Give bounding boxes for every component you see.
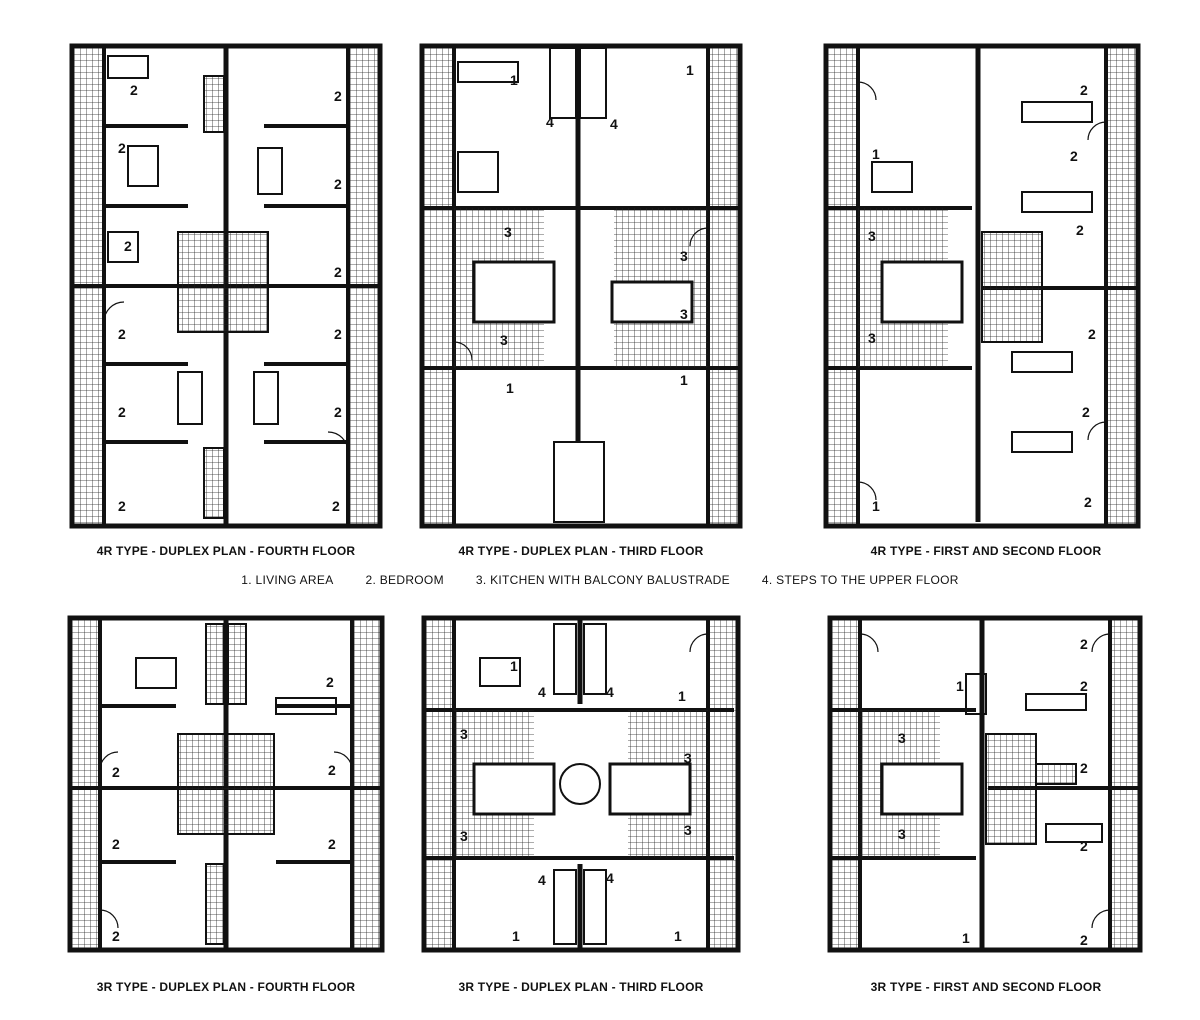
room-label: 2: [1088, 326, 1096, 342]
room-label: 3: [868, 330, 876, 346]
room-label: 2: [1080, 82, 1088, 98]
plan-3r-duplex-fourth-floor: 2 2 2 2 2 2: [66, 614, 386, 954]
floor-plan-drawing: [69, 43, 383, 529]
legend-item-kitchen: 3. KITCHEN WITH BALCONY BALUSTRADE: [475, 573, 730, 587]
room-label: 3: [684, 750, 692, 766]
room-label: 2: [1070, 148, 1078, 164]
room-label: 1: [686, 62, 694, 78]
room-label: 1: [510, 658, 518, 674]
plan-4r-duplex-third-floor: 1 4 4 1 3 3 3 3 1 1: [418, 42, 744, 530]
room-label: 2: [326, 674, 334, 690]
room-label: 4: [610, 116, 618, 132]
room-label: 4: [606, 870, 614, 886]
room-label: 2: [334, 326, 342, 342]
caption-3r-third-floor: 3R TYPE - DUPLEX PLAN - THIRD FLOOR: [458, 980, 704, 994]
room-label: 2: [1080, 636, 1088, 652]
room-label: 2: [334, 176, 342, 192]
caption-4r-fourth-floor: 4R TYPE - DUPLEX PLAN - FOURTH FLOOR: [96, 544, 356, 558]
caption-4r-first-second-floor: 4R TYPE - FIRST AND SECOND FLOOR: [870, 544, 1102, 558]
caption-3r-fourth-floor: 3R TYPE - DUPLEX PLAN - FOURTH FLOOR: [96, 980, 356, 994]
room-label: 2: [1082, 404, 1090, 420]
plan-4r-duplex-fourth-floor: 2 2 2 2 2 2 2 2 2 2 2 2: [68, 42, 384, 530]
room-label: 2: [328, 762, 336, 778]
legend-item-living-area: 1. LIVING AREA: [241, 573, 334, 587]
room-label: 2: [118, 140, 126, 156]
floor-plan-drawing: [421, 615, 741, 953]
floor-plan-drawing: [67, 615, 385, 953]
room-label: 2: [1080, 678, 1088, 694]
floor-plan-drawing: [419, 43, 743, 529]
room-label: 4: [546, 114, 554, 130]
room-label: 3: [680, 306, 688, 322]
room-label: 1: [962, 930, 970, 946]
room-label: 1: [512, 928, 520, 944]
room-label: 1: [674, 928, 682, 944]
room-label: 2: [1084, 494, 1092, 510]
room-label: 2: [334, 264, 342, 280]
room-label: 1: [680, 372, 688, 388]
room-label: 3: [460, 726, 468, 742]
room-label: 2: [124, 238, 132, 254]
legend-item-steps: 4. STEPS TO THE UPPER FLOOR: [761, 573, 959, 587]
room-label: 1: [678, 688, 686, 704]
room-label: 3: [898, 826, 906, 842]
room-label: 2: [112, 928, 120, 944]
room-label: 2: [112, 836, 120, 852]
plan-3r-first-second-floor: 1 2 2 3 3 2 2 1 2: [826, 614, 1144, 954]
room-label: 1: [872, 498, 880, 514]
legend-item-bedroom: 2. BEDROOM: [365, 573, 444, 587]
room-label: 2: [328, 836, 336, 852]
plan-3r-duplex-third-floor: 1 4 4 1 3 3 3 3 4 4 1 1: [420, 614, 742, 954]
caption-4r-third-floor: 4R TYPE - DUPLEX PLAN - THIRD FLOOR: [458, 544, 704, 558]
room-label: 2: [1080, 932, 1088, 948]
room-label: 2: [334, 88, 342, 104]
floor-plan-drawing: [827, 615, 1143, 953]
room-label: 3: [868, 228, 876, 244]
caption-3r-first-second-floor: 3R TYPE - FIRST AND SECOND FLOOR: [870, 980, 1102, 994]
room-label: 2: [1080, 760, 1088, 776]
room-label: 2: [118, 326, 126, 342]
floor-plan-drawing: [823, 43, 1141, 529]
room-label: 3: [500, 332, 508, 348]
room-label: 1: [506, 380, 514, 396]
plan-4r-first-second-floor: 1 2 2 2 3 3 2 2 1 2: [822, 42, 1142, 530]
room-label: 4: [538, 684, 546, 700]
room-label: 1: [872, 146, 880, 162]
room-label: 3: [898, 730, 906, 746]
room-label: 1: [510, 72, 518, 88]
room-label: 4: [538, 872, 546, 888]
room-label: 2: [1076, 222, 1084, 238]
room-label: 3: [504, 224, 512, 240]
room-label: 2: [118, 404, 126, 420]
legend: 1. LIVING AREA 2. BEDROOM 3. KITCHEN WIT…: [0, 573, 1200, 587]
room-label: 2: [112, 764, 120, 780]
room-label: 3: [680, 248, 688, 264]
room-label: 4: [606, 684, 614, 700]
room-label: 2: [334, 404, 342, 420]
room-label: 2: [332, 498, 340, 514]
room-label: 2: [130, 82, 138, 98]
room-label: 3: [460, 828, 468, 844]
room-label: 3: [684, 822, 692, 838]
room-label: 2: [118, 498, 126, 514]
room-label: 1: [956, 678, 964, 694]
room-label: 2: [1080, 838, 1088, 854]
